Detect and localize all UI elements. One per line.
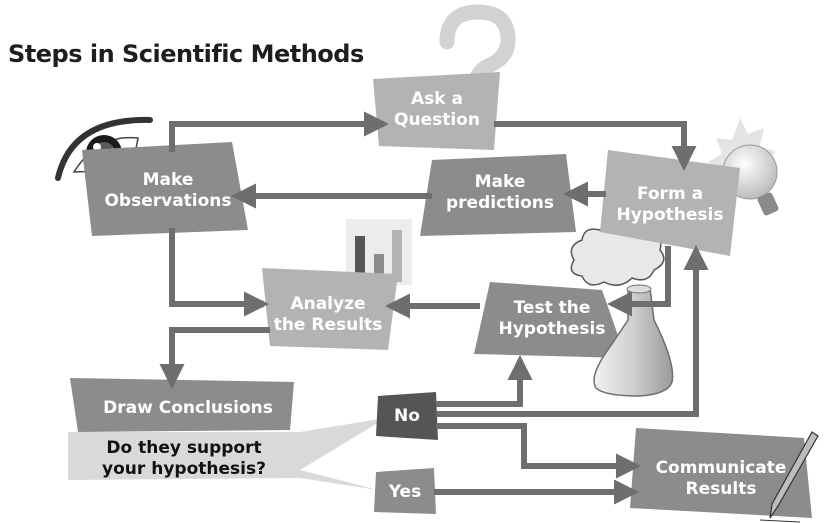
no-label: No: [394, 406, 420, 426]
analyze-results-box: [262, 268, 398, 350]
make-predictions-box: [420, 154, 576, 236]
arrow-hypothesis-to-test: [606, 246, 671, 317]
no-box: [376, 392, 438, 440]
make-observations-box: [82, 142, 248, 236]
communicate-results-box: [630, 428, 812, 518]
page-title: Steps in Scientific Methods: [8, 40, 364, 68]
arrow-observe-to-ask: [169, 111, 390, 152]
arrow-no-to-test: [436, 354, 533, 407]
draw-conclusions-box: [70, 378, 294, 432]
arrow-no-to-communicate: [436, 423, 642, 479]
flask-icon: [593, 284, 674, 397]
arrow-observe-to-analyze: [169, 228, 270, 317]
flow-arrows: [159, 111, 709, 505]
ask-question-box: [373, 72, 500, 150]
arrow-no-to-hypothesis: [436, 244, 709, 417]
yes-label: Yes: [388, 482, 422, 502]
arrow-analyze-to-conclusions: [159, 327, 270, 390]
form-hypothesis-box: [600, 150, 740, 256]
pencil-icon: [759, 431, 819, 523]
draw-conclusions-label: Draw Conclusions: [103, 398, 273, 418]
callout-box: [68, 418, 386, 490]
arrow-ask-to-hypothesis: [494, 121, 697, 172]
yes-box: [374, 468, 436, 514]
bar-chart-icon: [346, 219, 412, 285]
test-hypothesis-box: [474, 282, 626, 358]
